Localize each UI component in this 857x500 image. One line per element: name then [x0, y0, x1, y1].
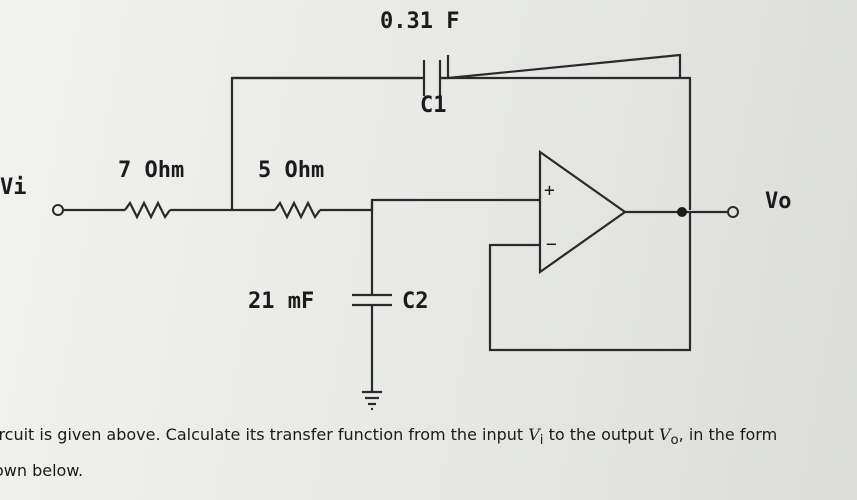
ground-icon — [362, 390, 382, 411]
negative-feedback-wire — [488, 212, 692, 352]
opamp-minus-sign: − — [546, 234, 557, 255]
caption-text-b: to the output — [543, 425, 659, 444]
output-node-dot — [677, 207, 687, 217]
caption-text-a: ircuit is given above. Calculate its tra… — [0, 425, 529, 444]
vo-subscript: o — [670, 433, 679, 449]
r1-resistor — [124, 200, 171, 220]
circuit-diagram: + − Vi 7 Ohm 5 Ohm 0.31 F C1 21 mF C2 Vo — [0, 9, 792, 411]
c1-value-label: 0.31 F — [380, 9, 459, 34]
output-terminal — [727, 206, 739, 218]
input-label: Vi — [0, 175, 27, 200]
problem-caption: ircuit is given above. Calculate its tra… — [0, 420, 857, 486]
c1-top-rail — [232, 76, 692, 210]
caption-line-1: ircuit is given above. Calculate its tra… — [0, 420, 857, 456]
input-terminal — [52, 204, 64, 216]
opamp-triangle — [538, 149, 627, 275]
r2-label: 5 Ohm — [258, 158, 324, 183]
caption-text-c: , in the form — [678, 425, 778, 444]
opamp-plus-sign: + — [544, 180, 555, 201]
vi-symbol: V — [528, 425, 540, 444]
r2-resistor — [274, 200, 321, 220]
r2-to-opamp-wire — [320, 198, 540, 212]
vo-symbol: V — [658, 425, 671, 444]
c2-value-label: 21 mF — [248, 289, 314, 314]
vi-subscript: i — [539, 433, 544, 449]
c1-name-label: C1 — [420, 93, 447, 118]
r1-label: 7 Ohm — [118, 158, 184, 183]
output-label: Vo — [765, 189, 792, 214]
caption-line-2: own below. — [0, 461, 84, 481]
c2-name-label: C2 — [402, 289, 429, 314]
